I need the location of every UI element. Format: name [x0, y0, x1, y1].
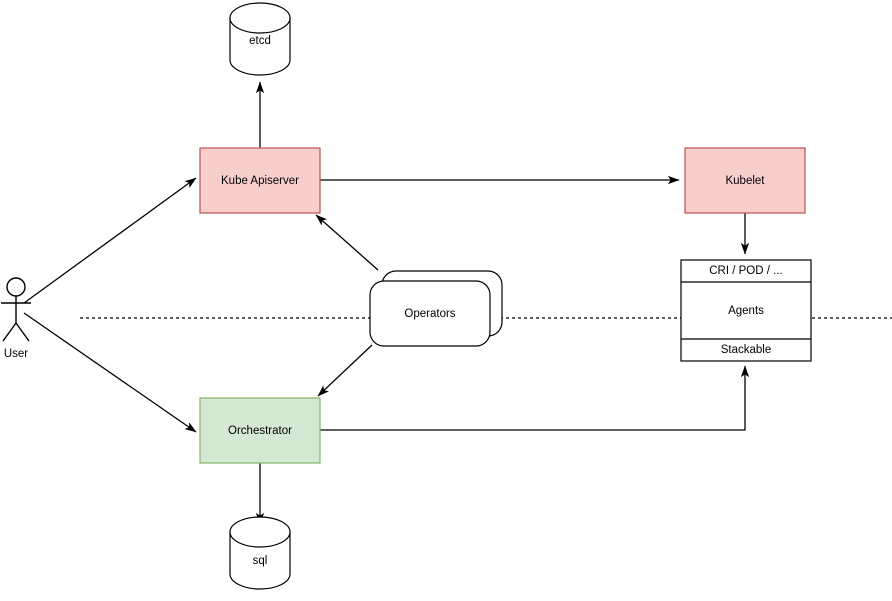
node-kube-apiserver[interactable]: Kube Apiserver	[199, 147, 321, 214]
sql-cylinder-top	[229, 516, 291, 548]
user-label: User	[4, 348, 28, 360]
user-leg-right	[15, 322, 30, 342]
etcd-cylinder-top	[229, 2, 291, 34]
node-user[interactable]: User	[1, 277, 31, 360]
operators-front-card	[369, 280, 491, 347]
node-sql[interactable]: sql	[229, 516, 291, 590]
kubelet-label: Kubelet	[725, 175, 765, 187]
edge-orchestrator-to-stackable	[320, 365, 750, 431]
node-etcd[interactable]: etcd	[229, 2, 291, 76]
etcd-label: etcd	[249, 35, 271, 47]
orchestrator-label: Orchestrator	[228, 425, 292, 437]
edge-operators-to-apiserver	[315, 214, 379, 271]
agents-body-label: Agents	[728, 305, 764, 317]
kubelet-box	[684, 147, 806, 214]
operators-label: Operators	[404, 308, 455, 320]
kube-apiserver-box	[199, 147, 321, 214]
kube-apiserver-label: Kube Apiserver	[221, 175, 299, 187]
orchestrator-box	[199, 397, 321, 464]
user-head	[6, 277, 26, 297]
sql-label: sql	[253, 555, 268, 567]
edge-user-to-orchestrator	[23, 312, 197, 433]
edge-operators-to-orchestrator	[317, 344, 373, 397]
agents-header-label: CRI / POD / ...	[709, 265, 782, 277]
agents-box	[680, 259, 812, 362]
node-kubelet[interactable]: Kubelet	[684, 147, 806, 214]
edge-user-to-apiserver	[23, 177, 197, 304]
node-orchestrator[interactable]: Orchestrator	[199, 397, 321, 464]
node-agents[interactable]: CRI / POD / ... Agents Stackable	[680, 259, 812, 362]
user-leg-left	[2, 322, 17, 342]
sql-cylinder-body	[229, 531, 291, 590]
etcd-cylinder-body	[229, 17, 291, 76]
agents-footer-label: Stackable	[721, 344, 772, 356]
node-operators[interactable]: Operators	[369, 270, 503, 347]
